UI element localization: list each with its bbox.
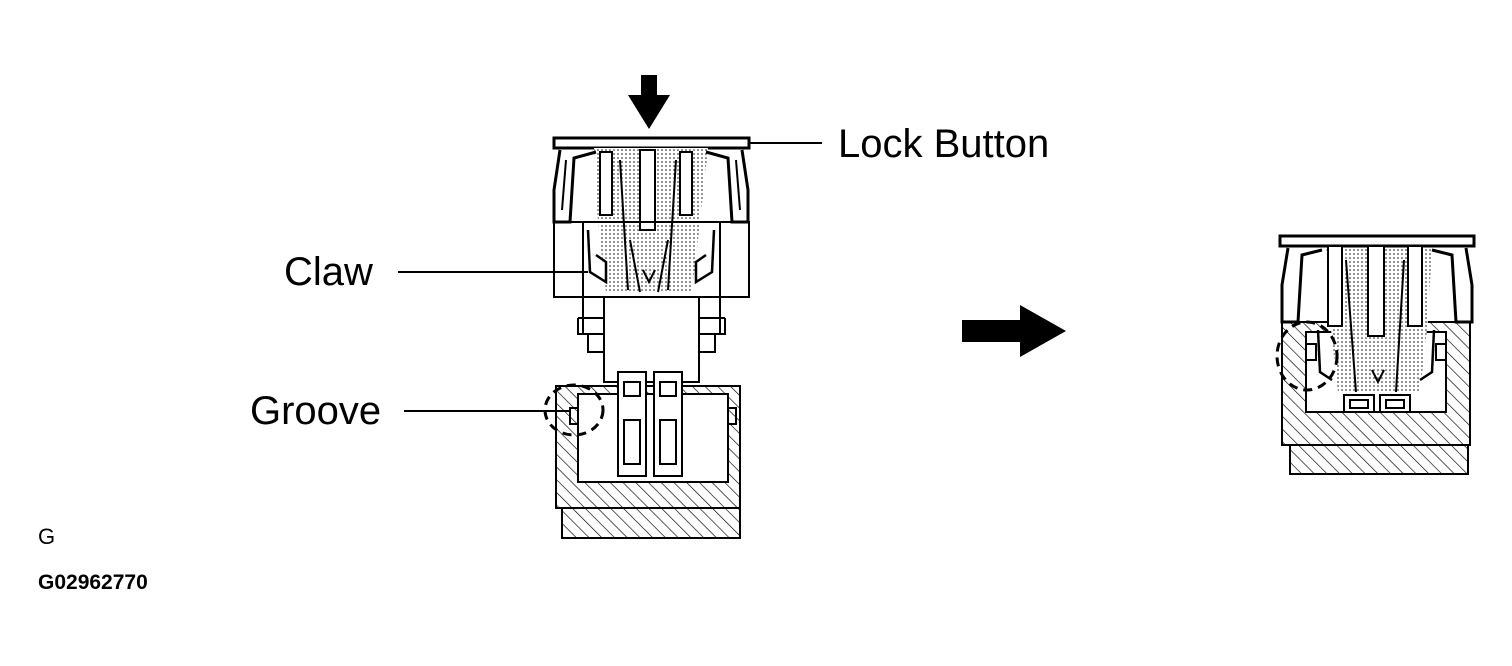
- lock-button-plate: [552, 136, 751, 150]
- lock-button-label: Lock Button: [838, 122, 1050, 166]
- claw-left: [586, 229, 608, 285]
- claw-groove-highlight: [1275, 320, 1339, 392]
- groove-highlight: [543, 383, 605, 437]
- connector-before: [543, 75, 751, 539]
- groove-label: Groove: [250, 389, 382, 433]
- figure-code: G02962770: [38, 571, 148, 594]
- corner-letter: G: [38, 524, 56, 549]
- connector-after: [1275, 234, 1476, 475]
- result-arrow-icon: [962, 305, 1066, 357]
- claw-label: Claw: [284, 250, 373, 294]
- press-arrow-icon: [628, 75, 670, 129]
- lock-button-plate-after: [1278, 234, 1476, 248]
- leader-lines: [398, 142, 822, 412]
- claw-right: [694, 229, 716, 285]
